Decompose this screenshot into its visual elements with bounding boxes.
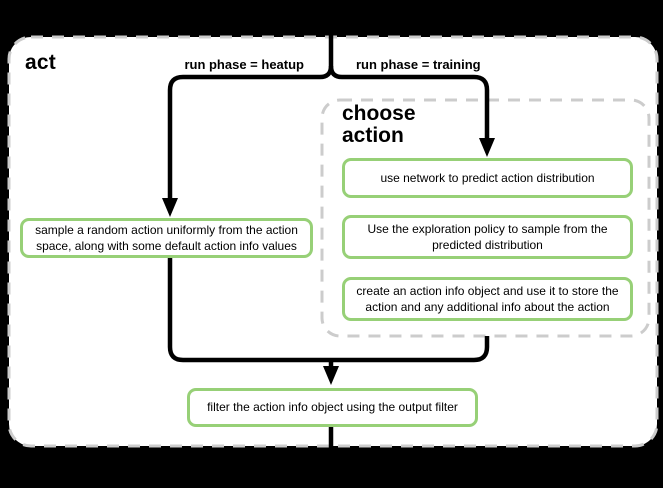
connector-training-merge (331, 336, 490, 363)
node-sample-random-action-label: sample a random action uniformly from th… (35, 222, 298, 253)
node-sample-random-action: sample a random action uniformly from th… (20, 218, 313, 258)
node-filter-action-info-label: filter the action info object using the … (207, 400, 458, 415)
node-exploration-policy: Use the exploration policy to sample fro… (342, 215, 633, 259)
node-create-action-info: create an action info object and use it … (342, 277, 633, 321)
node-exploration-policy-label: Use the exploration policy to sample fro… (367, 221, 608, 252)
node-create-action-info-label: create an action info object and use it … (356, 283, 619, 314)
arrowhead-merge-icon (323, 366, 339, 385)
node-use-network-label: use network to predict action distributi… (380, 170, 595, 185)
heatup-branch-label: run phase = heatup (184, 57, 304, 72)
connector-heatup-merge (167, 257, 331, 363)
arrowhead-training-icon (479, 138, 495, 157)
connector-training-branch (328, 65, 490, 140)
choose-action-title: choose action (342, 102, 416, 147)
arrowhead-heatup-icon (162, 198, 178, 217)
node-use-network: use network to predict action distributi… (342, 158, 633, 198)
node-filter-action-info: filter the action info object using the … (187, 388, 478, 427)
training-branch-label: run phase = training (356, 57, 481, 72)
act-title: act (25, 51, 56, 74)
